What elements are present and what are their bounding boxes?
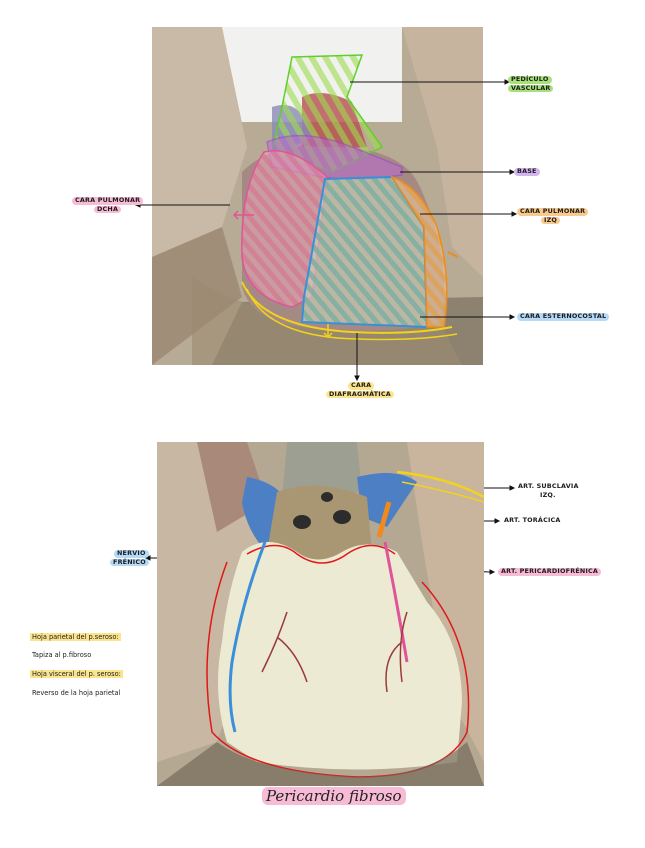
vessel-cut-1 [293,515,311,529]
label-right-pulmonary-face-line2: DCHA [94,205,122,214]
label-right-pulmonary-face: CARA PULMONAR DCHA [72,196,144,214]
trachea [282,442,362,497]
pericardial-vessels [261,611,408,693]
label-sternocostal-face-text: CARA ESTERNOCOSTAL [517,312,610,321]
label-phrenic-nerve-line2: FRÉNICO [110,558,149,567]
note-parietal-layer: Hoja parietal del p.seroso: [30,633,121,641]
diaphragmatic-face-line [241,281,453,334]
left-lung [407,442,484,762]
left-pulmonary-face-region [390,175,448,328]
heart-illustration [152,27,483,365]
label-right-pulmonary-face-line1: CARA PULMONAR [72,196,144,205]
label-vascular-pedicle-line2: VASCULAR [508,84,554,93]
thoracic-artery-marking [376,501,392,538]
label-diaphragmatic-face-line1: CARA [348,381,375,390]
arrow-diaphragm [323,324,333,339]
label-thoracic-artery: ART. TORÁCICA [501,516,564,526]
pericardium-anatomy-photo-bottom [157,442,484,786]
vessel-cut-3 [321,492,333,502]
label-pericardiophrenic-artery: ART. PERICARDIOFRÉNICA [498,567,602,577]
right-lung [402,27,483,277]
nerve-upper-right-2 [401,481,484,503]
right-phrenic-nerve [228,541,267,733]
label-left-pulmonary-face-line2: IZQ [541,216,561,225]
vessel-cut-2 [333,510,351,524]
pericardial-reflection-line [246,544,396,564]
label-diaphragmatic-face: CARA DIAFRAGMÁTICA [326,381,394,399]
note-visceral-layer: Hoja visceral del p. seroso: [30,670,123,678]
label-left-subclavian-artery-line2: IZQ. [540,490,556,499]
label-phrenic-nerve: NERVIO FRÉNICO [110,549,149,567]
nerve-upper-right [396,470,484,499]
right-brachiocephalic-vein [242,477,287,552]
label-base-text: BASE [514,167,540,176]
note-visceral-desc: Reverso de la hoja parietal [32,689,121,697]
label-phrenic-nerve-line1: NERVIO [114,549,149,558]
label-left-pulmonary-face: CARA PULMONAR IZQ [517,207,589,225]
diaphragm-shadow [157,742,484,786]
label-base: BASE [514,167,540,177]
label-left-subclavian-artery: ART. SUBCLAVIA IZQ. [515,482,582,500]
pericardiophrenic-artery [383,541,409,663]
label-left-pulmonary-face-line1: CARA PULMONAR [517,207,589,216]
fibrous-pericardium-sac [218,542,462,770]
label-sternocostal-face: CARA ESTERNOCOSTAL [517,312,610,322]
label-fibrous-pericardium: Pericardio fibroso [262,787,406,805]
arrow-right-face [232,210,254,220]
label-left-subclavian-artery-line1: ART. SUBCLAVIA [518,482,579,490]
left-lung [152,27,247,257]
label-thoracic-artery-text: ART. TORÁCICA [504,516,561,524]
label-vascular-pedicle: PEDÍCULO VASCULAR [508,75,554,93]
pericardium-illustration [157,442,484,786]
heart-anatomy-photo-top [152,27,483,365]
note-parietal-desc: Tapiza al p.fibroso [32,651,92,659]
label-diaphragmatic-face-line2: DIAFRAGMÁTICA [326,390,394,399]
right-lung [157,442,267,762]
label-vascular-pedicle-line1: PEDÍCULO [508,75,552,84]
label-pericardiophrenic-artery-text: ART. PERICARDIOFRÉNICA [498,567,602,576]
right-pulmonary-face-region [241,150,328,308]
arrow-left-face [447,251,459,258]
left-brachiocephalic-vein [357,473,417,527]
